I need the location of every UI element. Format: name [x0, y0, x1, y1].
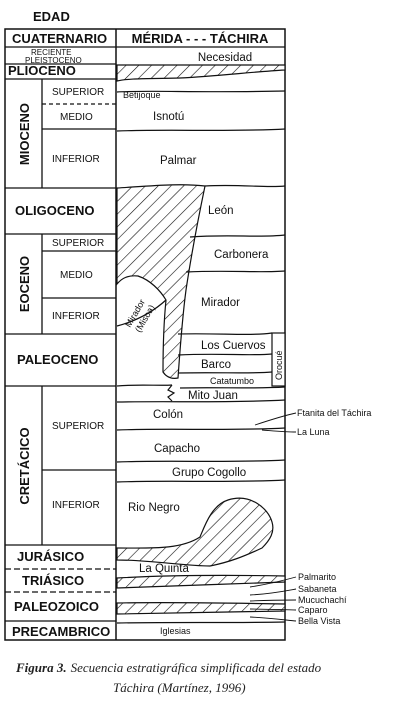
leader-lines — [249, 412, 297, 622]
fm-capacho: Capacho — [154, 443, 200, 455]
fm-rio-negro: Rio Negro — [128, 502, 180, 514]
fm-mito-juan: Mito Juan — [188, 390, 238, 402]
caption-text-1: Secuencia estratigráfica simplificada de… — [71, 660, 322, 675]
period-oligoceno: OLIGOCENO — [15, 203, 94, 218]
fm-iglesias: Iglesias — [160, 626, 191, 636]
fm-carbonera: Carbonera — [214, 249, 269, 261]
mioceno-inferior: INFERIOR — [52, 154, 100, 165]
fm-barco: Barco — [201, 359, 231, 371]
caption-line-2: Táchira (Martínez, 1996) — [113, 680, 246, 695]
period-paleozoico: PALEOZOICO — [14, 599, 99, 614]
fm-betijoque: Betijoque — [123, 90, 161, 100]
fm-catatumbo: Catatumbo — [210, 376, 254, 386]
cretacico-inferior: INFERIOR — [52, 500, 100, 511]
fm-colon: Colón — [153, 409, 183, 421]
age-column-grid — [5, 46, 285, 622]
mioceno-superior: SUPERIOR — [52, 87, 104, 98]
fm-mirador: Mirador — [201, 297, 240, 309]
hatched-units — [116, 64, 286, 615]
period-precambrico: PRECAMBRICO — [12, 624, 110, 639]
period-cretacico: CRETÁCICO — [17, 427, 32, 504]
period-plioceno: PLIOCENO — [8, 63, 76, 78]
formation-boundaries — [116, 90, 286, 624]
period-triasico: TRIÁSICO — [22, 573, 84, 588]
period-cuaternario: CUATERNARIO — [12, 31, 107, 46]
label-la-luna: La Luna — [297, 427, 330, 437]
period-pleistoceno: PLEISTOCENO — [25, 56, 82, 65]
caption-figure: Figura 3. — [15, 660, 67, 675]
fm-leon: León — [208, 205, 234, 217]
region-header: MÉRIDA - - - TÁCHIRA — [132, 31, 269, 46]
period-paleoceno: PALEOCENO — [17, 352, 98, 367]
fm-los-cuervos: Los Cuervos — [201, 340, 266, 352]
fm-necesidad: Necesidad — [198, 52, 252, 64]
eoceno-inferior: INFERIOR — [52, 311, 100, 322]
period-reciente: RECIENTE — [31, 48, 71, 57]
eoceno-medio: MEDIO — [60, 270, 93, 281]
label-ftanita: Ftanita del Táchira — [297, 408, 371, 418]
caption-line-1: Figura 3. Secuencia estratigráfica simpli… — [15, 660, 322, 675]
label-sabaneta: Sabaneta — [298, 584, 337, 594]
edad-header: EDAD — [33, 9, 70, 24]
cretacico-superior: SUPERIOR — [52, 421, 104, 432]
period-jurasico: JURÁSICO — [17, 549, 84, 564]
fm-palmar: Palmar — [160, 155, 197, 167]
mioceno-medio: MEDIO — [60, 112, 93, 123]
period-eoceno: EOCENO — [17, 256, 32, 312]
eoceno-superior: SUPERIOR — [52, 238, 104, 249]
fm-grupo-cogollo: Grupo Cogollo — [172, 467, 246, 479]
label-palmarito: Palmarito — [298, 572, 336, 582]
period-mioceno: MIOCENO — [17, 103, 32, 165]
fm-orocue: Orocué — [274, 350, 284, 380]
fm-la-quinta: La Quinta — [139, 563, 189, 575]
label-mucuchachi: Mucuchachí — [298, 595, 347, 605]
label-bella-vista: Bella Vista — [298, 616, 340, 626]
fm-isnotu: Isnotú — [153, 111, 184, 123]
label-caparo: Caparo — [298, 605, 328, 615]
orocue-box — [271, 332, 286, 387]
